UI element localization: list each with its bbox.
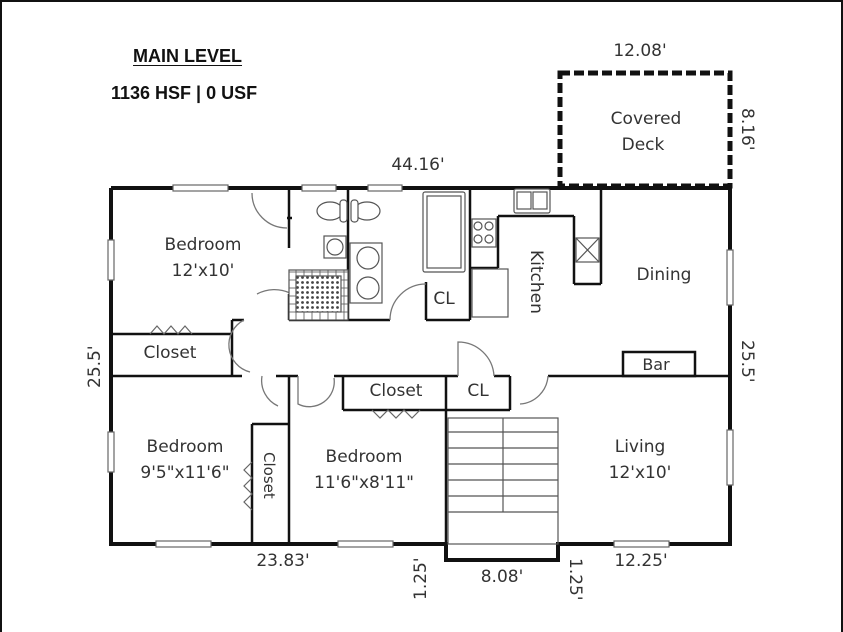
dim-deck-depth: 8.16' xyxy=(737,108,757,151)
kitchen-fixtures xyxy=(471,188,600,318)
living-label: Living xyxy=(615,437,666,457)
cl-lower-label: CL xyxy=(467,381,489,401)
bathroom-fixtures xyxy=(288,191,466,321)
cl-upper-label: CL xyxy=(433,289,455,309)
level-title: MAIN LEVEL xyxy=(133,46,243,66)
dim-left-side: 25.5' xyxy=(85,345,105,388)
dim-bottom-right: 12.25' xyxy=(614,551,667,571)
deck-label-line2: Deck xyxy=(622,135,665,155)
square-footage-summary: 1136 HSF | 0 USF xyxy=(111,83,258,103)
stairs[interactable] xyxy=(447,417,559,545)
bedroom-2-label: Bedroom xyxy=(147,437,224,457)
bedroom-2-size: 9'5"x11'6" xyxy=(140,463,229,483)
bedroom-1-size: 12'x10' xyxy=(172,261,235,281)
bedroom-3-size: 11'6"x8'11" xyxy=(314,473,414,493)
dim-bottom-step-right: 1.25' xyxy=(565,558,585,601)
dim-bottom-left: 23.83' xyxy=(256,551,309,571)
deck-label-line1: Covered xyxy=(611,109,682,129)
bifold-doors xyxy=(149,325,421,511)
dim-right-side: 25.5' xyxy=(737,340,757,383)
bedroom-3-label: Bedroom xyxy=(326,447,403,467)
bar-label: Bar xyxy=(642,355,670,374)
bedroom-1-label: Bedroom xyxy=(165,235,242,255)
dim-bottom-step-left: 1.25' xyxy=(411,557,431,600)
dim-bottom-bump: 8.08' xyxy=(481,567,524,587)
dining-label: Dining xyxy=(637,265,692,285)
exterior-walls xyxy=(109,186,732,562)
kitchen-label: Kitchen xyxy=(526,250,546,314)
closet-hall-center-label: Closet xyxy=(370,381,423,401)
closet-bed2-label: Closet xyxy=(260,452,278,499)
dim-top-total: 44.16' xyxy=(391,155,444,175)
doors xyxy=(228,192,549,408)
living-size: 12'x10' xyxy=(609,463,672,483)
dim-deck-width: 12.08' xyxy=(613,41,666,61)
windows xyxy=(107,184,734,548)
closet-hall-left-label: Closet xyxy=(144,343,197,363)
covered-deck xyxy=(557,70,733,189)
